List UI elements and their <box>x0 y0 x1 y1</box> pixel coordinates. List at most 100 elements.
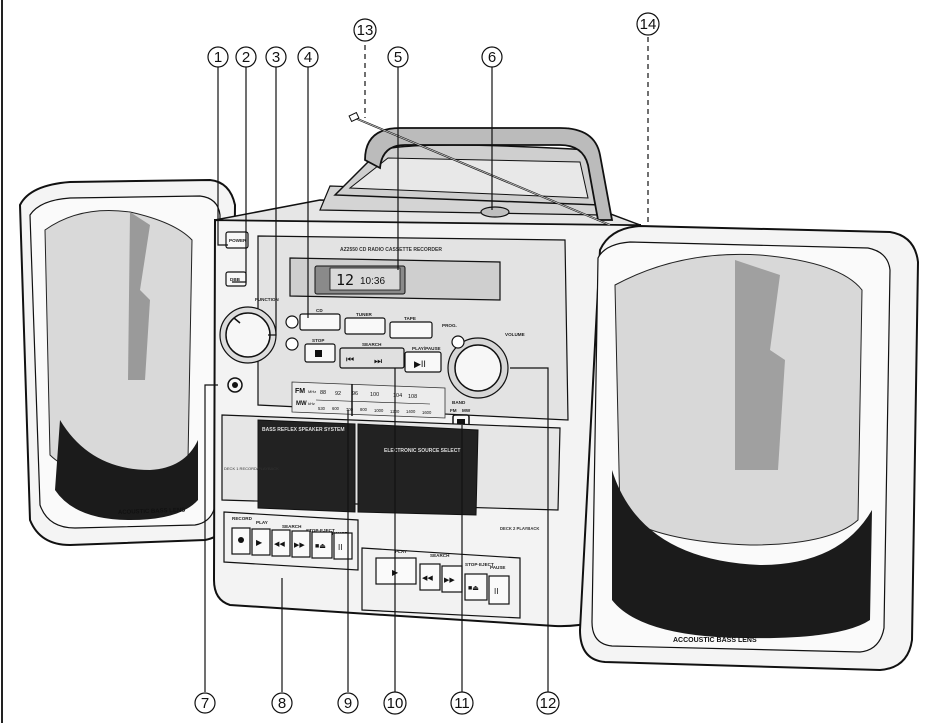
cd-button[interactable] <box>299 313 341 331</box>
deck2-rewind-icon: ◀◀ <box>422 575 433 582</box>
deck2-rewind-key[interactable] <box>419 563 441 591</box>
shuffle-button[interactable] <box>285 337 299 351</box>
callout-14: 14 <box>636 12 660 36</box>
skip-forward-icon: ⏭ <box>374 356 382 366</box>
tape-label: TAPE <box>404 316 416 321</box>
prog-button[interactable] <box>451 335 465 349</box>
power-label: POWER <box>229 238 247 243</box>
power-button[interactable] <box>225 231 249 249</box>
skip-back-icon: ⏮ <box>346 354 354 364</box>
deck2-pause-key[interactable] <box>488 575 510 605</box>
deck2-play-label: PLAY <box>395 549 407 554</box>
fm-scale-88: 88 <box>320 390 326 396</box>
deck1-stop-eject-label: STOP·EJECT <box>306 528 335 533</box>
callout-5: 5 <box>387 46 409 68</box>
mw-label: MW <box>296 401 307 407</box>
lid-open-button[interactable] <box>480 206 510 218</box>
function-knob[interactable]: FUNCTION <box>219 297 279 364</box>
tape-button[interactable] <box>389 321 433 339</box>
deck1-keys: RECORD PLAY SEARCH STOP·EJECT PAUSE ▶ ◀◀… <box>223 511 359 571</box>
callout-2: 2 <box>235 46 257 68</box>
fm-scale-108: 108 <box>408 394 417 400</box>
deck1-fast-forward-key[interactable] <box>291 530 311 558</box>
headphone-socket[interactable] <box>227 377 243 393</box>
volume-knob[interactable]: VOLUME <box>447 332 525 399</box>
source-buttons: CD TUNER TAPE PROG. <box>299 308 457 339</box>
stop-eject-icon: ■⏏ <box>315 543 326 550</box>
deck1-rewind-key[interactable] <box>271 529 291 557</box>
stop-label: STOP <box>312 338 324 343</box>
volume-label: VOLUME <box>505 332 525 337</box>
fm-unit: MHz <box>308 389 316 394</box>
deck1-stop-eject-key[interactable] <box>311 531 333 559</box>
cassette-window-right <box>357 423 479 516</box>
cd-label: CD <box>316 308 323 313</box>
tuner-scale: FM MHz 88 92 96 100 104 108 MW kHz 530 6… <box>291 381 446 419</box>
deck1-side-label: DECK 1 RECORD/PLAYBACK <box>224 466 279 471</box>
deck2-stop-eject-key[interactable] <box>464 573 488 601</box>
svg-text:6: 6 <box>488 49 496 66</box>
mw-scale-800: 800 <box>360 407 368 412</box>
mw-unit: kHz <box>308 401 315 406</box>
svg-text:13: 13 <box>357 22 374 39</box>
deck1-play-key[interactable] <box>251 528 271 556</box>
cassette-decks: BASS REFLEX SPEAKER SYSTEM ELECTRONIC SO… <box>221 414 561 531</box>
display-track: 12 <box>336 271 354 289</box>
cassette-left-text: BASS REFLEX SPEAKER SYSTEM <box>262 427 345 433</box>
model-label: AZ2550 CD RADIO CASSETTE RECORDER <box>340 247 442 253</box>
deck2-fast-forward-icon: ▶▶ <box>444 577 455 584</box>
svg-text:7: 7 <box>201 695 209 712</box>
callout-12: 12 <box>536 691 560 715</box>
deck1-play-label: PLAY <box>256 520 268 525</box>
svg-text:2: 2 <box>242 49 250 66</box>
svg-text:4: 4 <box>304 49 312 66</box>
deck2-search-label: SEARCH <box>430 553 450 558</box>
svg-text:11: 11 <box>454 695 470 712</box>
callouts: 1 2 3 4 5 6 7 8 <box>194 12 660 715</box>
svg-text:5: 5 <box>394 49 402 66</box>
fm-scale-104: 104 <box>393 393 402 399</box>
callout-1: 1 <box>207 46 229 68</box>
fm-scale-96: 96 <box>352 391 358 397</box>
cassette-window-left <box>257 419 356 513</box>
cassette-right-text: ELECTRONIC SOURCE SELECT <box>384 448 460 454</box>
deck2-label: DECK 2 PLAYBACK <box>500 526 539 531</box>
tuner-label: TUNER <box>356 312 373 317</box>
svg-text:3: 3 <box>272 49 280 66</box>
svg-text:10: 10 <box>387 695 404 712</box>
stop-icon <box>315 350 322 357</box>
band-mw-label: MW <box>462 408 471 413</box>
callout-13: 13 <box>353 18 377 42</box>
callout-4: 4 <box>297 46 319 68</box>
fm-label: FM <box>295 388 305 395</box>
search-rocker[interactable] <box>339 347 405 369</box>
display-time: 10:36 <box>360 276 385 287</box>
fm-scale-100: 100 <box>370 392 379 398</box>
record-icon <box>238 537 244 543</box>
deck1-record-label: RECORD <box>232 516 253 521</box>
right-speaker-label: ACCOUSTIC BASS LENS <box>673 637 757 644</box>
repeat-button[interactable] <box>285 315 299 329</box>
play-pause-button[interactable] <box>404 351 442 373</box>
deck2-play-key[interactable] <box>375 557 417 585</box>
cd-controls: STOP SEARCH PLAY/PAUSE ⏮ ⏭ ▶II <box>304 338 442 373</box>
deck1-search-label: SEARCH <box>282 524 302 529</box>
mw-scale-1600: 1600 <box>422 410 432 415</box>
mw-scale-1400: 1400 <box>406 409 416 414</box>
play-pause-icon: ▶II <box>414 359 426 369</box>
right-speaker: ACCOUSTIC BASS LENS <box>578 224 920 672</box>
mw-scale-600: 600 <box>332 406 340 411</box>
svg-text:1: 1 <box>214 49 222 66</box>
svg-text:12: 12 <box>540 695 557 712</box>
callout-6: 6 <box>481 46 503 68</box>
play-pause-label: PLAY/PAUSE <box>412 346 441 351</box>
pause-icon: II <box>338 543 342 552</box>
rewind-icon: ◀◀ <box>274 541 285 548</box>
callout-10: 10 <box>383 691 407 715</box>
deck2-pause-label: PAUSE <box>490 565 506 570</box>
prog-label: PROG. <box>442 323 457 328</box>
tuner-button[interactable] <box>344 317 386 335</box>
left-speaker: ACOUSTIC BASS LENS <box>18 178 237 547</box>
deck1-pause-key[interactable] <box>333 532 353 560</box>
dbb-label: DBB <box>230 277 241 282</box>
